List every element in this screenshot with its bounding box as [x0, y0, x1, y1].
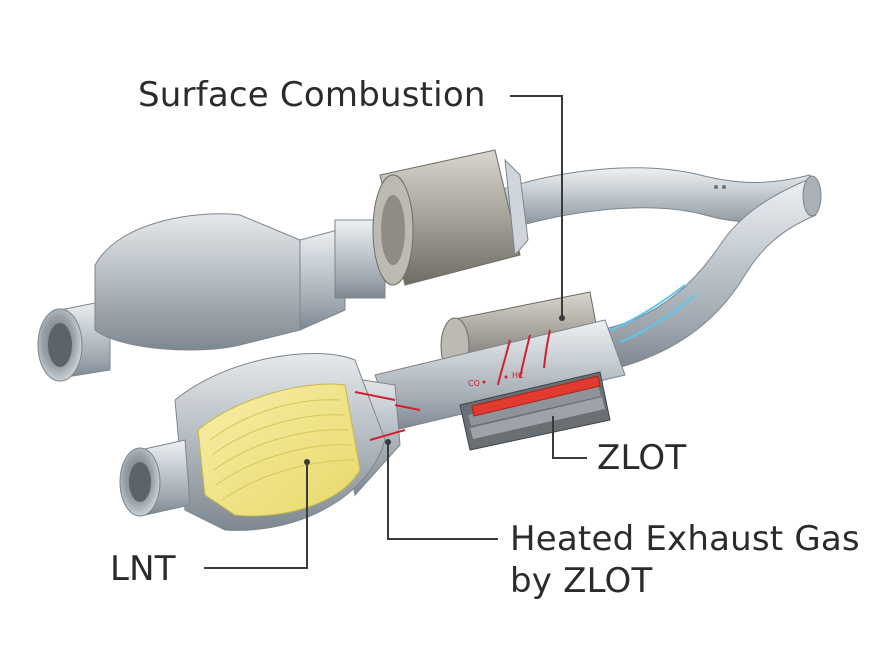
upper-catalytic-converter: [94, 213, 301, 351]
lnt-leader: [204, 462, 308, 569]
zlot-heating-element: [471, 375, 601, 417]
leader-lines: [204, 95, 587, 569]
heated-exhaust-gas-label-line2: by ZLOT: [510, 561, 653, 601]
surface-combustion-label: Surface Combustion: [138, 75, 486, 115]
y-pipe-outlet: [802, 175, 822, 217]
hc-label: HC: [512, 371, 524, 380]
heated-gas-leader: [387, 442, 498, 540]
zlot-label: ZLOT: [597, 438, 687, 478]
y-pipe-lower: [599, 177, 817, 371]
zlot-leader: [552, 416, 587, 459]
co-label: CO: [468, 379, 480, 388]
cold-flow-arrows: [609, 284, 696, 343]
surface-combustion-leader: [510, 95, 563, 318]
heated-exhaust-gas-label-line1: Heated Exhaust Gas: [510, 519, 860, 559]
heated-flow-arrows: [354, 329, 551, 441]
lnt-label: LNT: [110, 549, 176, 589]
lnt-catalyst-core: [197, 383, 361, 517]
